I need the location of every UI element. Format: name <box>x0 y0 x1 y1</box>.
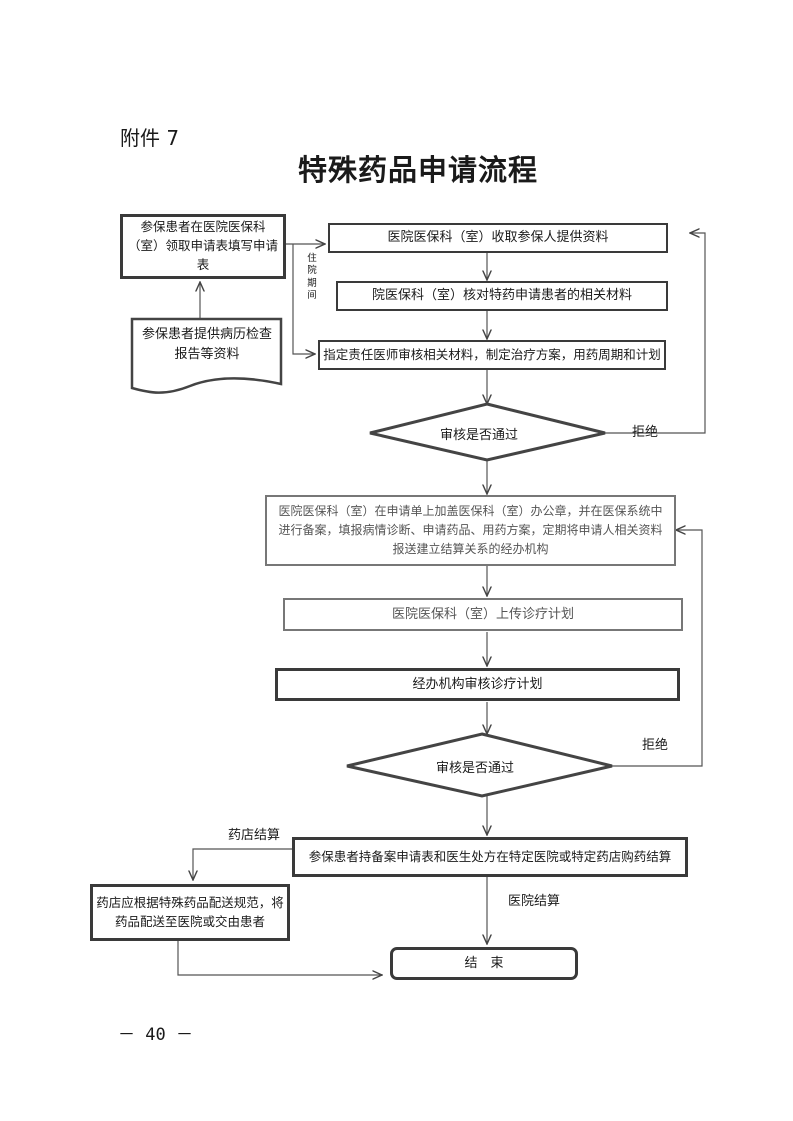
node-purchase: 参保患者持备案申请表和医生处方在特定医院或特定药店购药结算 <box>292 837 688 877</box>
node-pharmacy-deliver-label: 药店应根据特殊药品配送规范，将药品配送至医院或交由患者 <box>96 894 284 929</box>
node-assign-doctor: 指定责任医师审核相关材料，制定治疗方案，用药周期和计划 <box>318 340 666 370</box>
node-apply-form: 参保患者在医院医保科（室）领取申请表填写申请表 <box>120 214 286 279</box>
edge-label-in-hospital: 住院期间 <box>307 253 317 302</box>
node-receive-docs-label: 医院医保科（室）收取参保人提供资料 <box>387 230 609 246</box>
review-1-diamond <box>369 402 606 462</box>
review-2-diamond <box>346 732 613 798</box>
node-check-materials: 院医保科（室）核对特药申请患者的相关材料 <box>336 281 668 311</box>
page-title: 特殊药品申请流程 <box>298 153 539 187</box>
edge-reject2-loop <box>612 530 703 767</box>
node-check-materials-label: 院医保科（室）核对特药申请患者的相关材料 <box>371 288 632 304</box>
node-provide-docs-label: 参保患者提供病历检查报告等资料 <box>141 327 272 363</box>
node-pharmacy-deliver: 药店应根据特殊药品配送规范，将药品配送至医院或交由患者 <box>90 884 290 941</box>
node-assign-doctor-label: 指定责任医师审核相关材料，制定治疗方案，用药周期和计划 <box>323 346 661 362</box>
node-agency-review-label: 经办机构审核诊疗计划 <box>412 676 543 692</box>
edge-reject1-loop <box>605 233 706 434</box>
edge-label-reject-1: 拒绝 <box>632 425 659 440</box>
node-purchase-label: 参保患者持备案申请表和医生处方在特定医院或特定药店购药结算 <box>308 848 672 864</box>
edge-label-pharmacy-settle: 药店结算 <box>228 828 281 843</box>
edge-label-reject-2: 拒绝 <box>642 738 669 753</box>
edge-pharmacy-to-end <box>177 940 382 975</box>
node-upload-plan: 医院医保科（室）上传诊疗计划 <box>283 598 683 631</box>
decision-review-2-label: 审核是否通过 <box>436 761 515 776</box>
node-receive-docs: 医院医保科（室）收取参保人提供资料 <box>328 223 668 253</box>
node-agency-review: 经办机构审核诊疗计划 <box>275 668 680 701</box>
node-end: 结 束 <box>390 947 578 980</box>
node-provide-docs: 参保患者提供病历检查报告等资料 <box>139 325 275 365</box>
node-stamp-register: 医院医保科（室）在申请单上加盖医保科（室）办公章，并在医保系统中进行备案，填报病… <box>265 495 676 566</box>
node-end-label: 结 束 <box>464 955 504 971</box>
annex-label: 附件 7 <box>120 126 180 150</box>
node-upload-plan-label: 医院医保科（室）上传诊疗计划 <box>391 606 574 622</box>
edge-purchase-to-pharmacy <box>193 848 292 880</box>
node-apply-form-label: 参保患者在医院医保科（室）领取申请表填写申请表 <box>127 219 278 272</box>
edge-form-to-assign <box>292 244 315 354</box>
edge-label-hospital-settle: 医院结算 <box>508 894 561 909</box>
decision-review-1-label: 审核是否通过 <box>440 428 519 443</box>
node-stamp-register-label: 医院医保科（室）在申请单上加盖医保科（室）办公章，并在医保系统中进行备案，填报病… <box>278 503 663 557</box>
provide-docs-shape <box>130 317 283 394</box>
page-number: － 40 － <box>118 1025 193 1045</box>
